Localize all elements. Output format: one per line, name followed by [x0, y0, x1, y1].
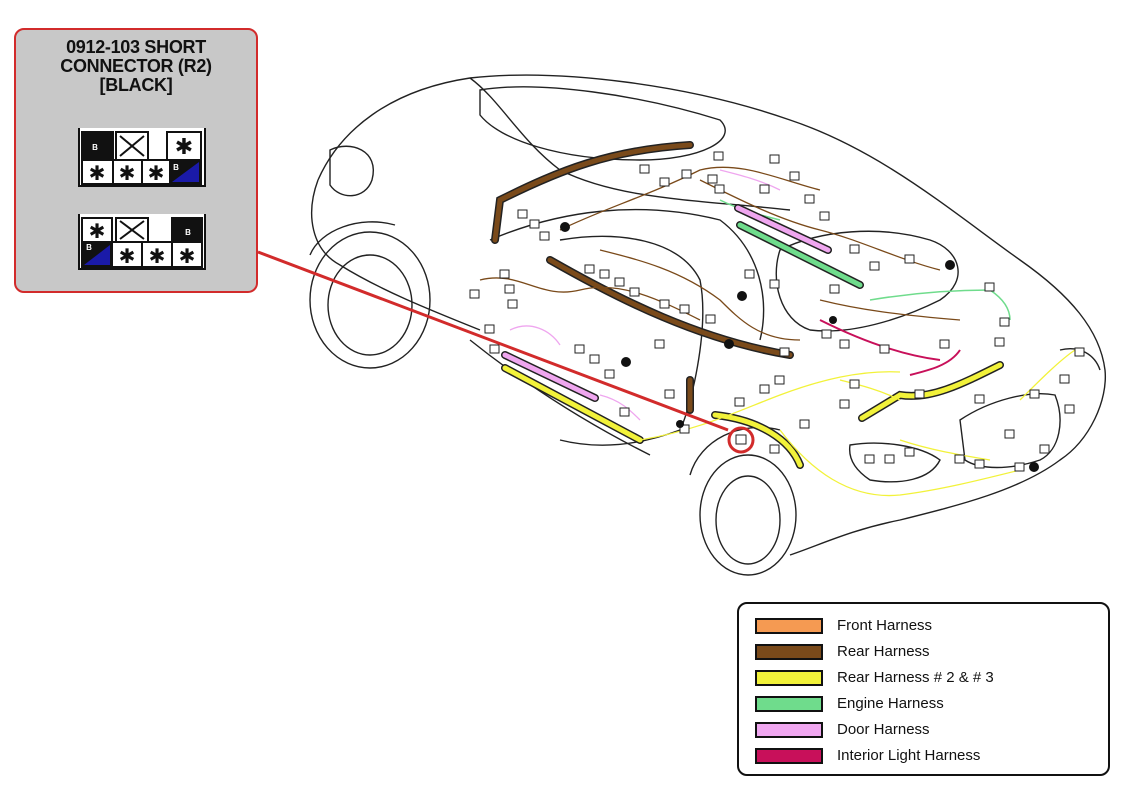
connector-face-bottom-marks: ✱ ✱ ✱ ✱ B B [86, 219, 195, 268]
callout-pointer [257, 250, 729, 432]
connector-face-bottom [78, 214, 206, 270]
legend-label: Rear Harness # 2 & # 3 [837, 669, 994, 686]
legend-swatch [755, 696, 823, 712]
svg-text:✱: ✱ [119, 244, 136, 268]
legend-label: Interior Light Harness [837, 747, 981, 764]
svg-text:✱: ✱ [89, 161, 106, 185]
connector-face-top [78, 128, 206, 187]
connector-symbols [469, 151, 1085, 472]
legend-label: Door Harness [837, 721, 930, 738]
connector-callout-box: 0912-103 SHORT CONNECTOR (R2) [BLACK] ✱ … [14, 28, 258, 293]
svg-text:✱: ✱ [149, 244, 166, 268]
legend-label: Rear Harness [837, 643, 930, 660]
car-body-outline [311, 74, 1107, 556]
rear-wheel [309, 221, 431, 369]
svg-text:✱: ✱ [175, 135, 193, 160]
pin-mark-b: B [92, 143, 98, 152]
legend-swatch [755, 644, 823, 660]
connector-title: 0912-103 SHORT CONNECTOR (R2) [BLACK] [16, 38, 256, 95]
harness-legend: Front Harness Rear Harness Rear Harness … [737, 602, 1110, 776]
svg-text:✱: ✱ [179, 244, 196, 268]
connector-title-line-2: CONNECTOR (R2) [60, 56, 212, 76]
pin-mark-b: B [185, 228, 191, 237]
front-wheel [689, 426, 797, 576]
svg-text:✱: ✱ [119, 161, 136, 185]
rear-harness-2-3-lines [501, 361, 1004, 469]
connector-pinout-diagrams: ✱ ✱ ✱ ✱ B B ✱ ✱ ✱ ✱ B B [78, 128, 206, 270]
svg-text:✱: ✱ [89, 219, 106, 243]
svg-text:✱: ✱ [148, 161, 165, 185]
pin-mark-b: B [173, 163, 179, 172]
pin-mark-b: B [86, 243, 92, 252]
legend-swatch [755, 670, 823, 686]
ground-points [560, 222, 1039, 472]
legend-swatch [755, 722, 823, 738]
legend-swatch [755, 748, 823, 764]
legend-label: Engine Harness [837, 695, 944, 712]
connector-face-top-marks: ✱ ✱ ✱ ✱ B B [89, 135, 194, 185]
highlighted-connector-circle [727, 426, 755, 454]
connector-title-line-3: [BLACK] [99, 75, 173, 95]
legend-swatch [755, 618, 823, 634]
legend-label: Front Harness [837, 617, 933, 634]
connector-title-line-1: 0912-103 SHORT [66, 37, 206, 57]
